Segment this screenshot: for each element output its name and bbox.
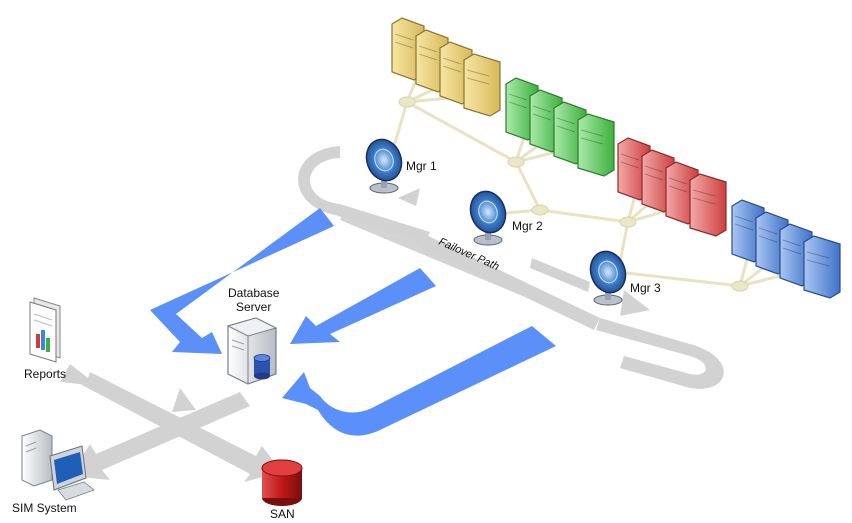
server-face-details — [394, 33, 830, 267]
mgr3-label: Mgr 3 — [630, 281, 661, 295]
satellite-dish-icon — [589, 250, 627, 306]
report-document-icon — [29, 297, 61, 363]
server-cluster-yellow — [391, 17, 501, 117]
database-server-icon — [226, 317, 278, 385]
mgr1-label: Mgr 1 — [406, 159, 437, 173]
reports-label: Reports — [24, 367, 66, 381]
san-label: SAN — [270, 507, 295, 521]
satellite-dish-icon — [365, 138, 403, 194]
data-flow-arrows — [150, 208, 556, 436]
satellite-dish-icon — [469, 190, 507, 246]
database-server-label-line2: Server — [236, 300, 271, 314]
disk-storage-icon — [261, 459, 303, 506]
workstation-icon — [21, 429, 95, 501]
server-cluster-red — [617, 137, 727, 237]
output-cross-arrows — [60, 364, 282, 482]
sim-system-label: SIM System — [12, 501, 77, 515]
server-cluster-blue — [731, 199, 841, 299]
server-cluster-green — [505, 77, 615, 177]
database-server-label-line1: Database — [228, 286, 280, 300]
failover-loop-arrows — [298, 146, 724, 389]
mgr2-label: Mgr 2 — [512, 219, 543, 233]
